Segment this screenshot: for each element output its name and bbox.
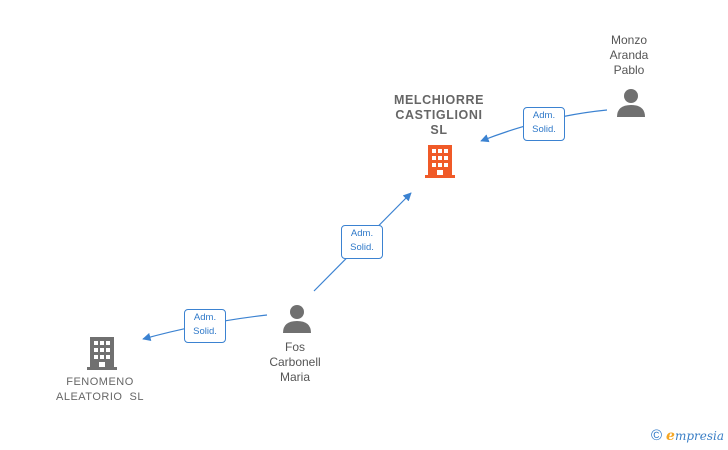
label-line: Maria (279, 370, 310, 384)
label-line: CASTIGLIONI (395, 108, 483, 122)
label-line: FENOMENO (66, 376, 134, 388)
label-line: Aranda (609, 48, 649, 62)
building-icon[interactable] (424, 143, 456, 179)
building-icon[interactable] (86, 335, 118, 371)
label-line: Monzo (610, 33, 648, 47)
person-icon[interactable] (281, 304, 313, 334)
label-line: Pablo (613, 63, 645, 77)
node-label-melchiorre: MELCHIORRE CASTIGLIONI SL (380, 93, 498, 138)
badge-line: Adm. (350, 228, 374, 239)
brand-initial: e (666, 427, 675, 444)
node-label-fenomeno: FENOMENO ALEATORIO SL (44, 375, 156, 405)
label-line: ALEATORIO SL (55, 391, 144, 403)
node-label-monzo: Monzo Aranda Pablo (594, 33, 664, 78)
copyright-icon: © (650, 427, 663, 444)
badge-line: Solid. (350, 242, 374, 253)
label-line: SL (430, 123, 448, 137)
label-line: Fos (284, 340, 305, 354)
node-label-fos: Fos Carbonell Maria (252, 340, 338, 385)
badge-line: Solid. (193, 326, 217, 337)
label-line: MELCHIORRE (393, 93, 485, 107)
badge-line: Adm. (532, 110, 556, 121)
brand-logo: © empresia (651, 427, 724, 444)
brand-name: mpresia (674, 428, 724, 443)
edge-badge-fos-melchiorre[interactable]: Adm. Solid. (341, 225, 383, 259)
badge-line: Solid. (532, 124, 556, 135)
edge-badge-monzo-melchiorre[interactable]: Adm. Solid. (523, 107, 565, 141)
person-icon[interactable] (615, 88, 647, 118)
label-line: Carbonell (269, 355, 321, 369)
badge-line: Adm. (193, 312, 217, 323)
edge-badge-fos-fenomeno[interactable]: Adm. Solid. (184, 309, 226, 343)
